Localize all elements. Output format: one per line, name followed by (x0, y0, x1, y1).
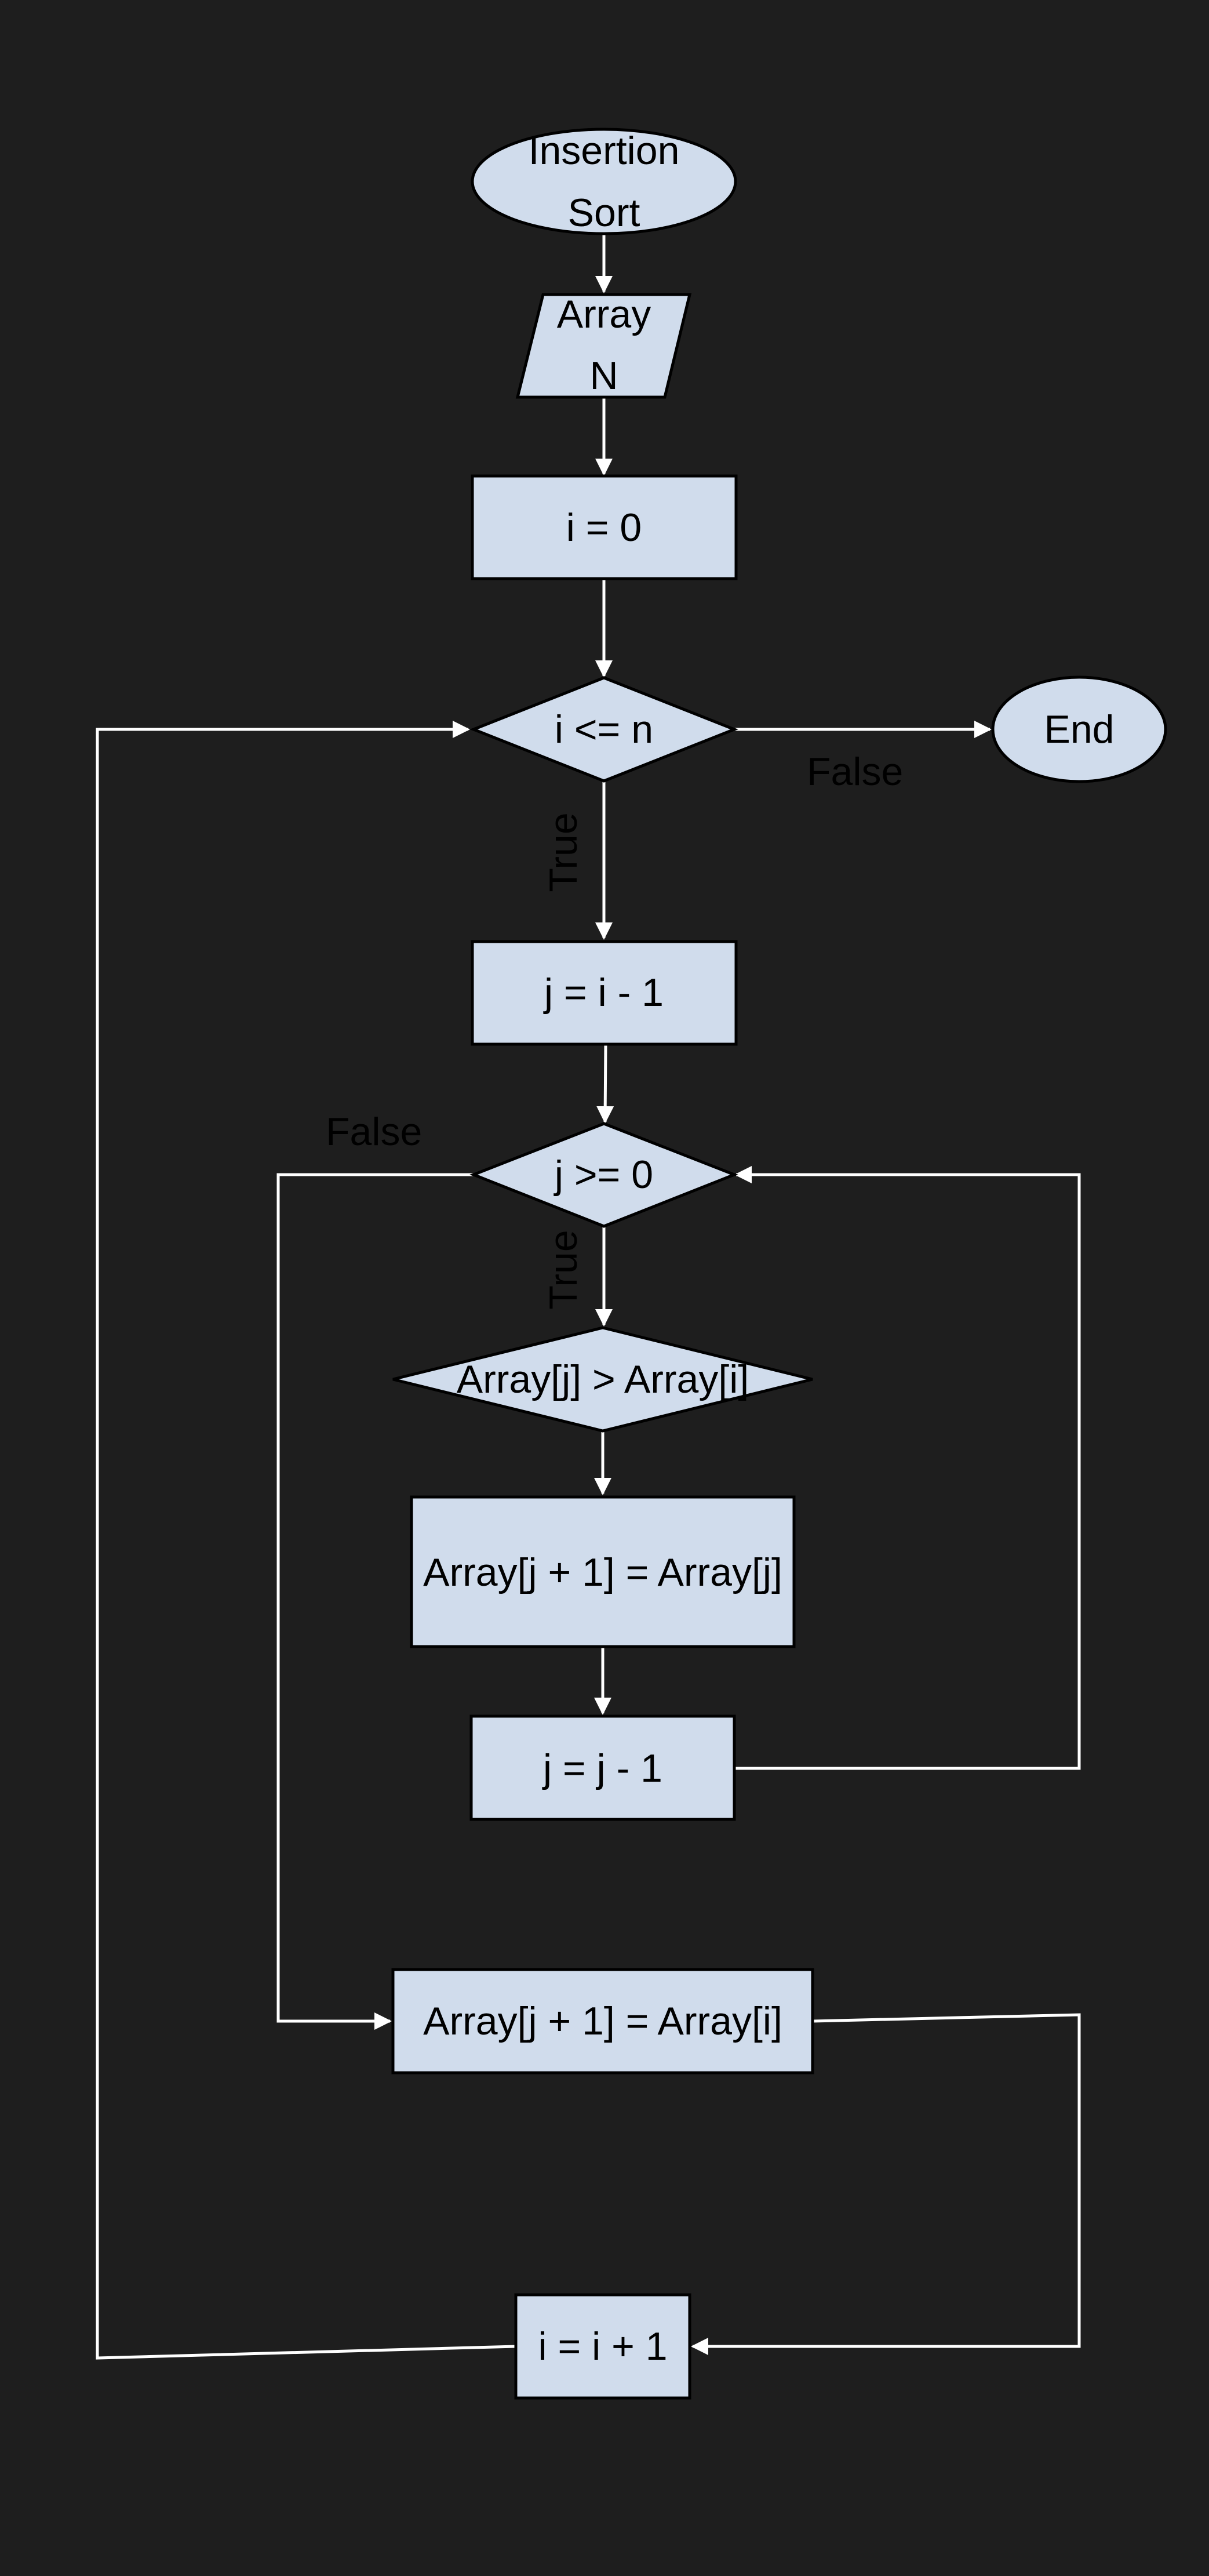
label-cond-j-true: True (541, 1230, 585, 1309)
shift-process (410, 1495, 796, 1648)
node-dec-j: j = j - 1 (469, 1714, 736, 1821)
edge-insert-to-inc-i (691, 2013, 1081, 2355)
node-input: Array N (515, 292, 692, 399)
node-end: End (991, 675, 1167, 783)
node-insert: Array[j + 1] = Array[i] (391, 1968, 814, 2074)
init-j-label: j = i - 1 (543, 971, 664, 1015)
cond-i-decision (469, 676, 738, 783)
node-shift: Array[j + 1] = Array[j] (410, 1495, 796, 1648)
init-i-label: i = 0 (566, 506, 642, 550)
insert-label: Array[j + 1] = Array[i] (423, 1999, 782, 2043)
cond-j-decision (469, 1122, 738, 1228)
start-label-line1: Insertion (529, 129, 680, 173)
edge-labels: False True False True (326, 750, 903, 1310)
insert-process (391, 1968, 814, 2074)
connectors (96, 234, 1081, 2360)
node-compare: Array[j] > Array[i] (392, 1326, 813, 1433)
inc-i-label: i = i + 1 (538, 2324, 667, 2368)
node-cond-i: i <= n (469, 676, 738, 783)
compare-label: Array[j] > Array[i] (457, 1357, 749, 1401)
label-cond-j-false: False (326, 1110, 422, 1154)
node-init-j: j = i - 1 (471, 940, 738, 1046)
start-label-line2: Sort (568, 191, 640, 235)
compare-decision (392, 1326, 813, 1433)
node-init-i: i = 0 (471, 474, 738, 580)
label-cond-i-false: False (807, 750, 903, 794)
end-label: End (1044, 707, 1115, 751)
dec-j-process (469, 1714, 736, 1821)
input-parallelogram (515, 293, 692, 399)
cond-i-label: i <= n (555, 707, 653, 751)
node-cond-j: j >= 0 (469, 1122, 738, 1228)
input-label-line2: N (589, 354, 618, 398)
edge-inc-i-loop-to-cond-i (96, 721, 516, 2360)
init-i-process (471, 474, 738, 580)
node-inc-i: i = i + 1 (514, 2293, 691, 2400)
dec-j-label: j = j - 1 (542, 1746, 662, 1790)
edge-init-j-to-cond-j (596, 1044, 614, 1124)
inc-i-process (514, 2293, 691, 2400)
init-j-process (471, 940, 738, 1046)
node-start: Insertion Sort (471, 128, 737, 235)
end-terminator (991, 675, 1167, 783)
edge-dec-j-loop-to-cond-j (734, 1166, 1081, 1770)
shift-label: Array[j + 1] = Array[j] (423, 1550, 782, 1594)
label-cond-i-true: True (541, 812, 585, 892)
cond-j-label: j >= 0 (553, 1153, 653, 1197)
edge-cond-j-false-to-insert (276, 1173, 474, 2030)
input-label-line1: Array (557, 292, 651, 336)
start-terminator (471, 128, 737, 235)
